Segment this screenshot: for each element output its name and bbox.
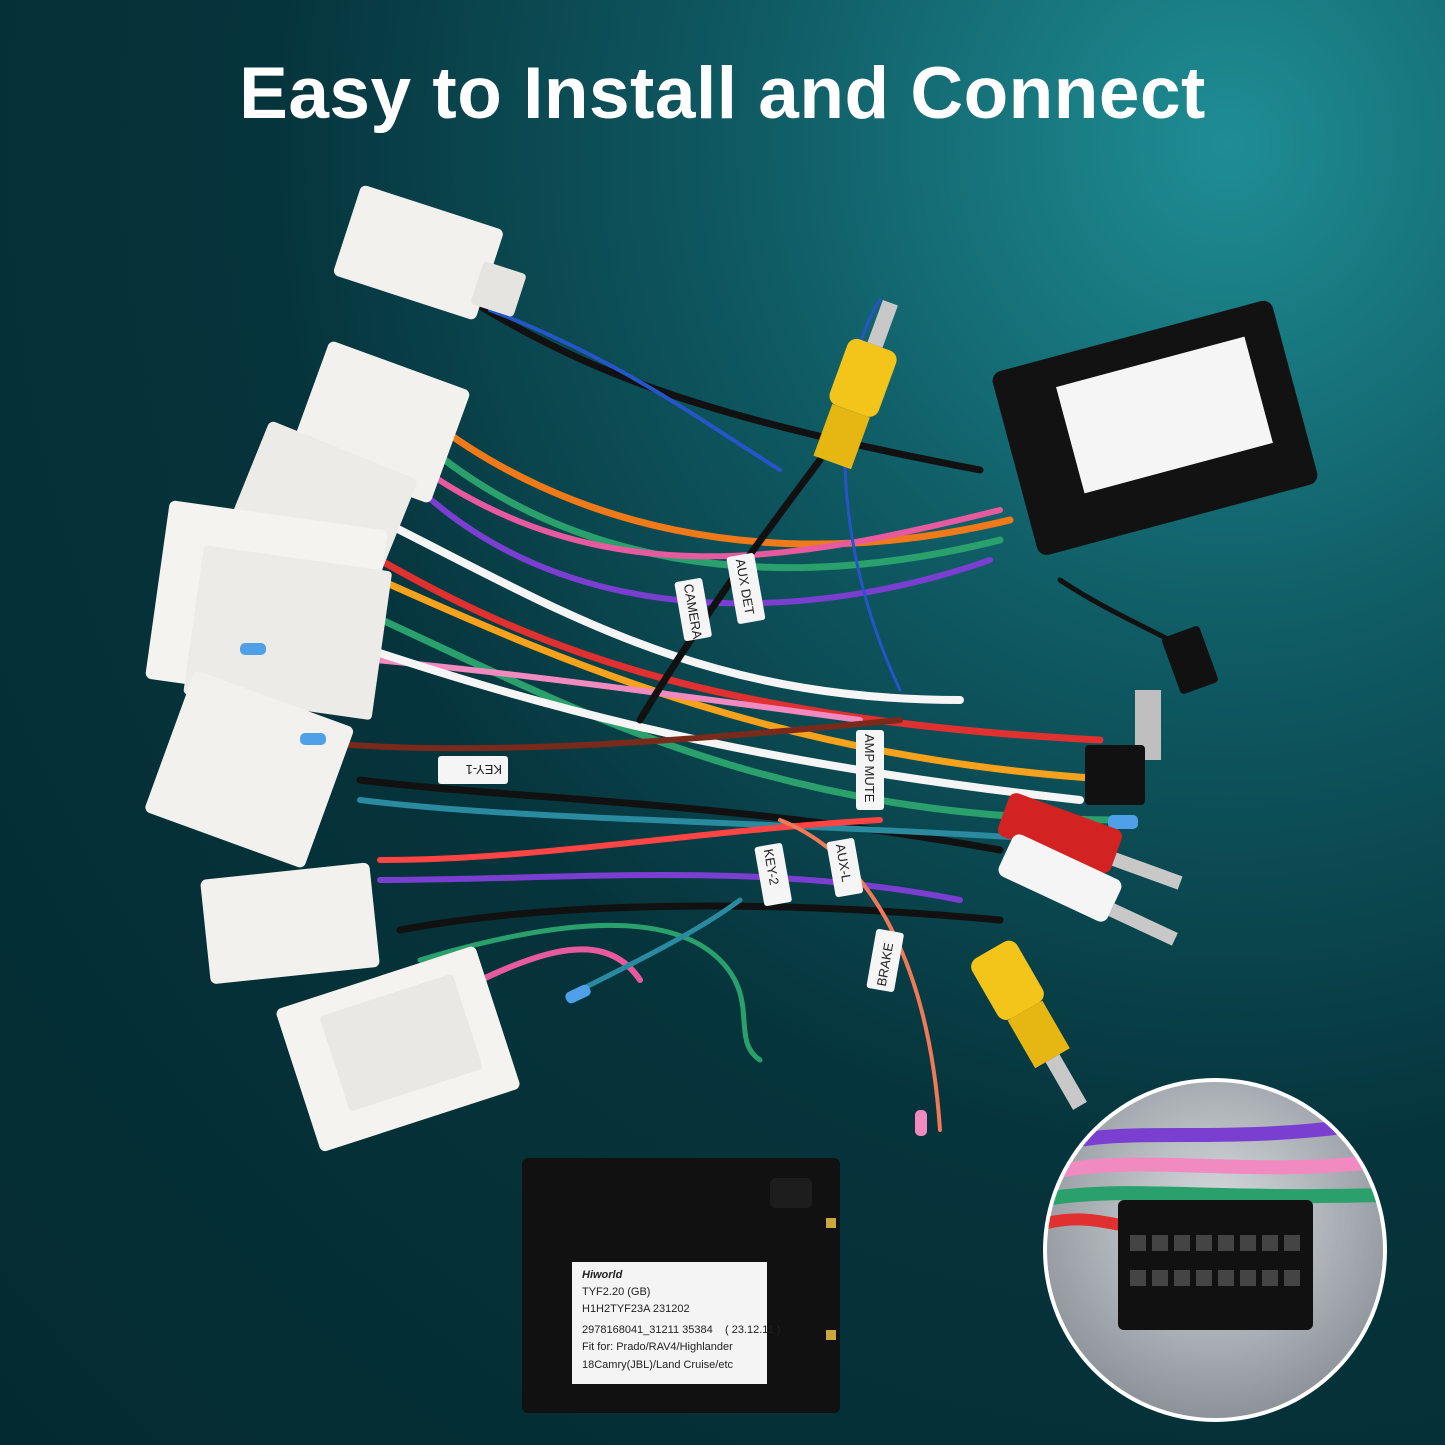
label-line5: 18Camry(JBL)/Land Cruise/etc	[582, 1359, 734, 1371]
label-line1: TYF2.20 (GB)	[582, 1286, 650, 1298]
connector-top	[333, 185, 526, 320]
rca-yellow-bottom	[971, 940, 1087, 1110]
connector-low	[200, 862, 380, 984]
tag-key-2: KEY-2	[761, 848, 782, 886]
label-brand: Hiworld	[582, 1269, 623, 1281]
label-line3: 2978168041_31211 35384	[582, 1324, 713, 1336]
decoder-box-top	[992, 300, 1318, 555]
zoom-inset-connector	[1043, 1078, 1387, 1422]
label-date: ( 23.12.11 )	[725, 1324, 780, 1336]
tag-aux-l: AUX-L	[833, 843, 854, 883]
page-title: Easy to Install and Connect	[239, 53, 1206, 134]
label-line4: Fit for: Prado/RAV4/Highlander	[582, 1341, 733, 1353]
antenna-connector	[1085, 626, 1218, 805]
connector-bottom	[276, 946, 520, 1152]
tag-key-1: KEY-1	[466, 762, 502, 777]
decoder-box-bottom: Hiworld TYF2.20 (GB) H1H2TYF23A 231202 2…	[522, 1158, 840, 1413]
label-line2: H1H2TYF23A 231202	[582, 1303, 690, 1315]
tag-amp-mute: AMP MUTE	[862, 734, 877, 803]
wire-tags: CAMERA AUX DET KEY-1 KEY-2 AUX-L AMP MUT…	[438, 553, 904, 992]
connector-mid	[145, 671, 354, 868]
white-connectors	[145, 185, 526, 1152]
rca-yellow-top	[813, 299, 898, 470]
decoder-label	[572, 1262, 767, 1384]
connector-large	[145, 500, 392, 720]
rca-red-white	[998, 793, 1183, 946]
wire-tips	[240, 643, 1138, 1136]
